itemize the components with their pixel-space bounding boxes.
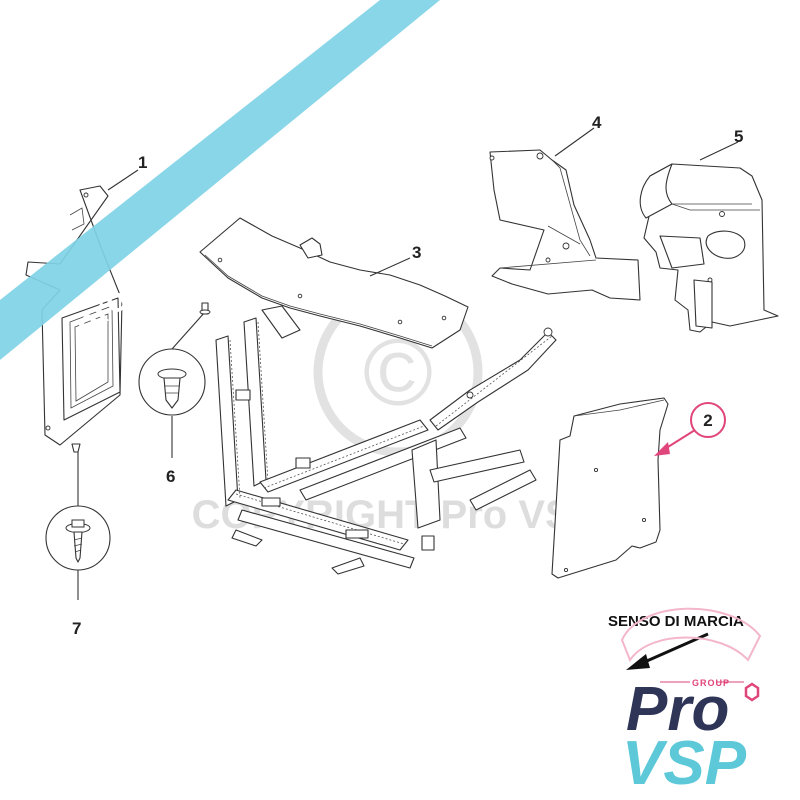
- direction-label: SENSO DI MARCIA: [608, 613, 744, 630]
- part-2-side-panel[interactable]: [551, 397, 669, 579]
- callout-leaders: [107, 127, 739, 277]
- callout-5: 5: [734, 127, 743, 146]
- pro-vsp-logo: GROUP Pro VSP: [620, 607, 762, 798]
- logo-pro-text: Pro: [626, 675, 729, 744]
- direction-arrow-icon: [626, 654, 650, 670]
- logo-vsp-text: VSP: [622, 729, 747, 798]
- callout-6: 6: [166, 467, 175, 486]
- callout-1: 1: [138, 153, 147, 172]
- part-6-push-rivet[interactable]: [138, 302, 211, 458]
- part-3-top-panel[interactable]: [199, 217, 469, 349]
- callout-2: 2: [703, 411, 712, 430]
- direction-indicator: SENSO DI MARCIA: [608, 613, 744, 670]
- callout-7: 7: [72, 619, 81, 638]
- callout-4: 4: [592, 113, 602, 132]
- part-7-screw[interactable]: [45, 443, 111, 600]
- callout-2-highlight[interactable]: 2: [654, 402, 726, 456]
- tubular-frame[interactable]: [215, 305, 557, 575]
- part-4-bracket[interactable]: [489, 149, 641, 301]
- part-5-housing[interactable]: [639, 163, 779, 333]
- callout-3: 3: [412, 243, 421, 262]
- callout-numbers: 1 3 4 5 6 7: [72, 113, 743, 638]
- hexagon-icon: [744, 682, 760, 702]
- logo-group-text: GROUP: [692, 678, 730, 688]
